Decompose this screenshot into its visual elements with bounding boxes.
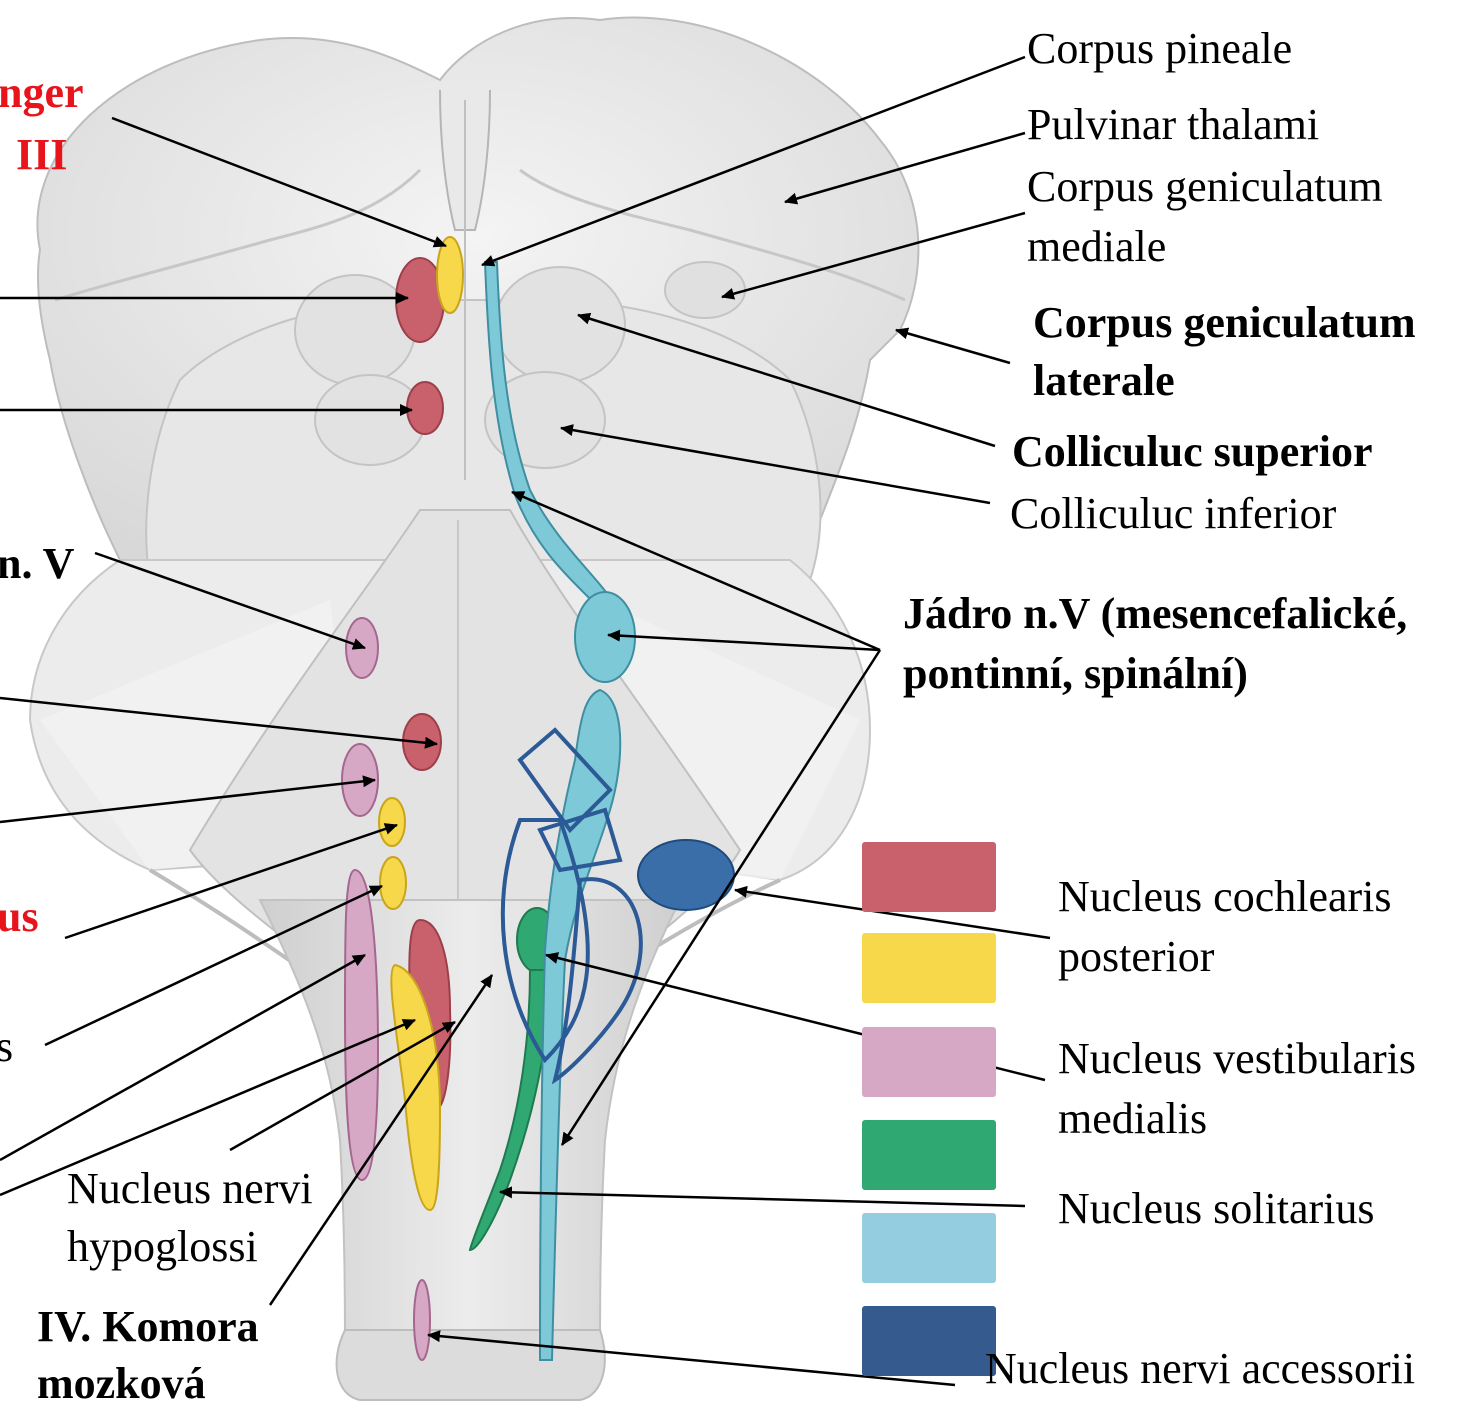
label-nucleus-nervi-accessorii: Nucleus nervi accessorii [985,1340,1415,1398]
colliculus-superior-right [495,267,625,383]
legend-swatch-green [862,1120,996,1190]
legend-swatch-red [862,842,996,912]
nucleus-yellow-2 [379,798,405,846]
label-corpus-geniculatum-laterale-2: laterale [1033,352,1175,410]
label-jadro-n-v-1: Jádro n.V (mesencefalické, [903,585,1407,643]
label-s-small: s [0,1018,13,1076]
label-nucleus-vestibularis-1: Nucleus vestibularis [1058,1030,1416,1088]
geniculate-medial [665,262,745,318]
label-n-v: n. V [0,535,74,593]
label-nucleus-cochlearis-1: Nucleus cochlearis [1058,868,1392,926]
nucleus-yellow-1 [437,237,463,313]
leader-geniculatum-laterale [896,330,1010,363]
label-corpus-geniculatum-mediale-2: mediale [1027,218,1166,276]
spinal-cord-base [337,1330,605,1400]
legend-swatch-yellow [862,933,996,1003]
label-corpus-geniculatum-mediale-1: Corpus geniculatum [1027,158,1383,216]
medulla-shape [260,900,680,1360]
label-nucleus-vestibularis-2: medialis [1058,1090,1207,1148]
leader-left-5 [0,955,365,1160]
nucleus-red-2 [407,382,443,434]
label-corpus-geniculatum-laterale-1: Corpus geniculatum [1033,294,1416,352]
label-edinger-1: nger [0,64,84,122]
label-nucleus-nervi-hypoglossi-1: Nucleus nervi [67,1160,313,1218]
nucleus-yellow-3 [380,857,406,909]
label-nucleus-solitarius: Nucleus solitarius [1058,1180,1375,1238]
label-nucleus-cochlearis-2: posterior [1058,928,1214,986]
label-corpus-pineale: Corpus pineale [1027,20,1292,78]
legend-swatch-lightblue [862,1213,996,1283]
label-colliculuc-inferior: Colliculuc inferior [1010,485,1336,543]
label-edinger-2: III [16,126,67,184]
label-us-red: us [0,888,39,946]
label-iv-komora-1: IV. Komora [37,1298,259,1356]
label-jadro-n-v-2: pontinní, spinální) [903,645,1248,703]
nucleus-pink-4 [414,1280,430,1360]
legend-swatch-darkblue [862,1306,996,1376]
legend-swatch-pink [862,1027,996,1097]
label-iv-komora-2: mozková [37,1355,206,1413]
label-nucleus-nervi-hypoglossi-2: hypoglossi [67,1218,258,1276]
label-colliculuc-superior: Colliculuc superior [1012,423,1373,481]
label-pulvinar-thalami: Pulvinar thalami [1027,96,1319,154]
